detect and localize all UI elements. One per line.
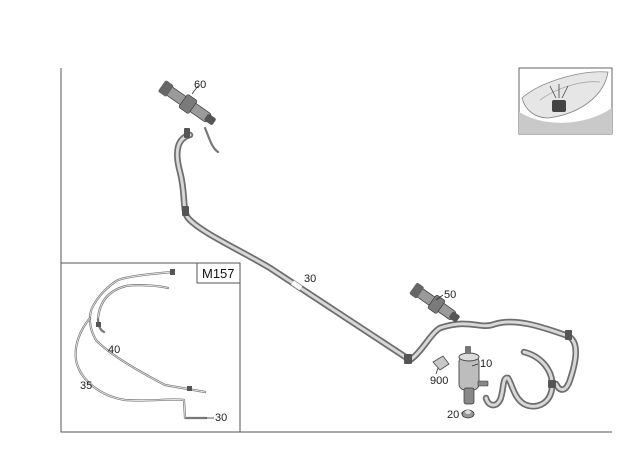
- inset-callout-40: 40: [108, 344, 120, 356]
- washer-pump-icon: [458, 346, 489, 405]
- spray-nozzle-icon: [158, 80, 216, 125]
- inset-hose-35: [74, 316, 208, 420]
- callout-30: 30: [304, 273, 316, 285]
- callout-50: 50: [444, 289, 456, 301]
- locator-bumper: [519, 108, 612, 134]
- m157-inset: M157 40 35 30: [60, 262, 241, 433]
- callout-20: 20: [447, 409, 459, 421]
- inset-hose-40: [88, 270, 207, 394]
- callout-60: 60: [194, 79, 206, 91]
- vehicle-nozzle-locator-icon: [549, 84, 569, 112]
- locator-headlamp: [521, 71, 609, 119]
- callout-10: 10: [480, 358, 492, 370]
- inset-frame: [60, 262, 241, 433]
- locator-inset: [518, 67, 613, 135]
- grommet-icon: [461, 409, 475, 419]
- spray-nozzle-icon: [409, 282, 460, 322]
- inset-title: M157: [202, 266, 235, 281]
- callout-900: 900: [430, 375, 448, 387]
- hose-clip-icon: [432, 355, 450, 371]
- inset-callout-30: 30: [215, 412, 227, 424]
- inset-callout-35: 35: [80, 380, 92, 392]
- inset-title-box: [196, 262, 241, 284]
- hose-30: [174, 128, 579, 410]
- hose-clips: [182, 128, 572, 388]
